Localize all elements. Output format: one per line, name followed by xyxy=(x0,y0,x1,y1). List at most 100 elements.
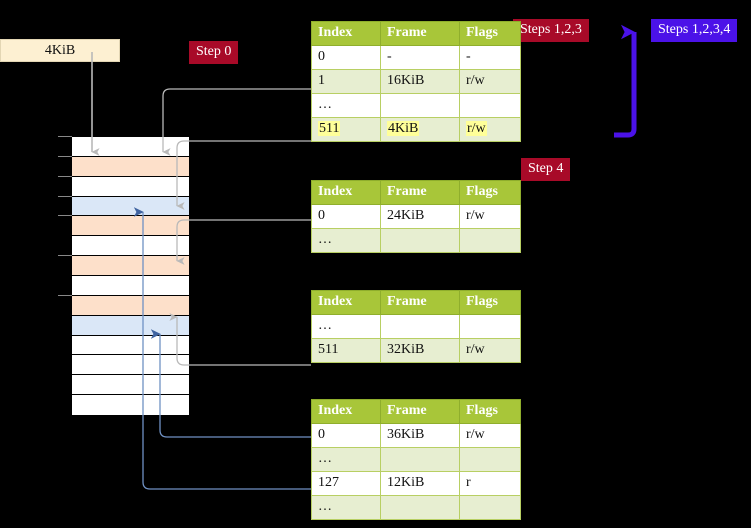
cell-flags xyxy=(459,93,521,118)
cell-index: 1 xyxy=(311,69,381,94)
cell-frame: 12KiB xyxy=(380,471,460,496)
memory-tick-mark xyxy=(58,255,72,257)
memory-tick-mark xyxy=(58,294,72,296)
table-row: … xyxy=(311,93,521,118)
cell-frame: 32KiB xyxy=(380,338,460,363)
memory-tick-mark xyxy=(58,195,72,197)
cell-flags: r/w xyxy=(459,338,521,363)
cell-index: … xyxy=(311,447,381,472)
badge-step-4-text: Step 4 xyxy=(528,161,564,176)
memory-cell xyxy=(72,355,189,376)
cell-frame xyxy=(380,495,460,520)
column-header-index: Index xyxy=(311,290,381,315)
cell-frame xyxy=(380,447,460,472)
column-header-frame: Frame xyxy=(380,399,460,424)
memory-cell xyxy=(72,137,189,157)
cell-frame xyxy=(380,314,460,339)
cell-frame: 36KiB xyxy=(380,423,460,448)
badge-steps-123-text: Steps 1,2,3 xyxy=(520,22,582,37)
cell-frame xyxy=(380,228,460,253)
cell-index: … xyxy=(311,495,381,520)
connector-table3-row511-to-memory xyxy=(169,313,311,366)
cell-frame: - xyxy=(380,45,460,70)
cell-flags xyxy=(459,228,521,253)
memory-tick-mark xyxy=(58,175,72,177)
column-header-flags: Flags xyxy=(459,21,521,46)
cell-flags xyxy=(459,447,521,472)
table-row: … xyxy=(311,228,521,253)
memory-cell xyxy=(72,315,189,336)
memory-cell xyxy=(72,236,189,257)
badge-steps-1234-text: Steps 1,2,3,4 xyxy=(658,22,731,37)
column-header-index: Index xyxy=(311,180,381,205)
arrow-steps-return xyxy=(614,24,637,138)
table-row: 0-- xyxy=(311,45,521,70)
column-header-index: Index xyxy=(311,399,381,424)
table-row: … xyxy=(311,495,521,520)
memory-cell xyxy=(72,156,189,177)
badge-step-0: Step 0 xyxy=(189,41,239,64)
cell-index: 511 xyxy=(311,338,381,363)
frame-label-4kib-text: 4KiB xyxy=(44,42,76,58)
connector-table2-row0-to-memory xyxy=(176,219,311,265)
column-header-frame: Frame xyxy=(380,290,460,315)
cell-frame: 4KiB xyxy=(380,117,460,142)
table-row: 511 4KiB r/w xyxy=(311,117,521,142)
frame-label-4kib: 4KiB xyxy=(0,39,120,62)
memory-cell xyxy=(72,335,189,356)
badge-step-0-text: Step 0 xyxy=(196,44,232,59)
cell-index: 511 xyxy=(311,117,381,142)
cell-flags: - xyxy=(459,45,521,70)
memory-cell xyxy=(72,375,189,396)
cell-frame: 16KiB xyxy=(380,69,460,94)
cell-index: 0 xyxy=(311,204,381,229)
cell-flags: r/w xyxy=(459,423,521,448)
memory-tick-mark xyxy=(58,215,72,217)
cell-index: … xyxy=(311,314,381,339)
table-row: … xyxy=(311,314,521,339)
column-header-frame: Frame xyxy=(380,21,460,46)
connector-table1-row511-to-memory xyxy=(176,140,311,210)
physical-memory-column xyxy=(71,136,190,416)
cell-flags xyxy=(459,314,521,339)
memory-cell xyxy=(72,395,189,415)
cell-flags: r/w xyxy=(459,69,521,94)
memory-cell xyxy=(72,256,189,276)
memory-tick-mark xyxy=(58,136,72,137)
cell-frame: 24KiB xyxy=(380,204,460,229)
cell-flags: r/w xyxy=(459,204,521,229)
cell-index: 127 xyxy=(311,471,381,496)
cell-highlight: r/w xyxy=(466,121,487,136)
memory-cell xyxy=(72,276,189,296)
column-header-index: Index xyxy=(311,21,381,46)
cell-index: … xyxy=(311,93,381,118)
column-header-frame: Frame xyxy=(380,180,460,205)
column-header-flags: Flags xyxy=(459,180,521,205)
badge-steps-123: Steps 1,2,3 xyxy=(513,19,589,42)
column-header-flags: Flags xyxy=(459,290,521,315)
memory-cell xyxy=(72,216,189,237)
memory-cell xyxy=(72,196,189,217)
cell-highlight: 511 xyxy=(318,121,341,136)
cell-flags xyxy=(459,495,521,520)
cell-index: 0 xyxy=(311,45,381,70)
cell-highlight: 4KiB xyxy=(387,121,420,136)
cell-index: … xyxy=(311,228,381,253)
column-header-flags: Flags xyxy=(459,399,521,424)
cell-index: 0 xyxy=(311,423,381,448)
memory-cell xyxy=(72,176,189,197)
badge-steps-1234: Steps 1,2,3,4 xyxy=(651,19,738,42)
memory-cell xyxy=(72,295,189,316)
